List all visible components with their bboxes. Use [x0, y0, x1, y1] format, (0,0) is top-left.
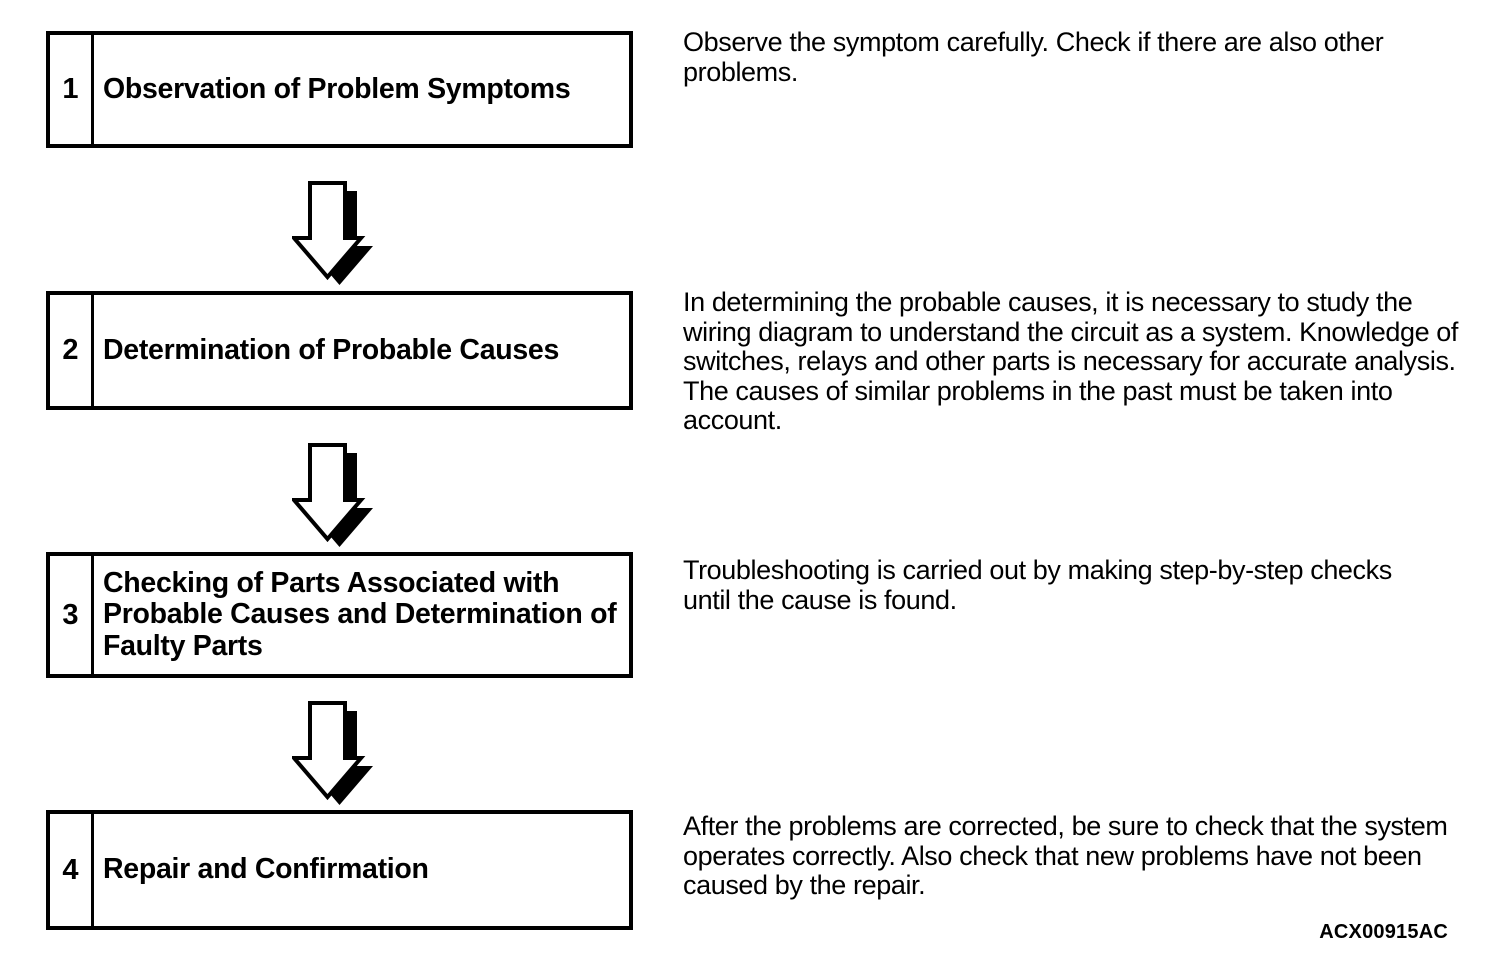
- figure-code: ACX00915AC: [1319, 921, 1448, 943]
- step-title: Observation of Problem Symptoms: [103, 72, 571, 105]
- step-description: In determining the probable causes, it i…: [683, 287, 1459, 435]
- step-description: Troubleshooting is carried out by making…: [683, 555, 1392, 615]
- step-description: After the problems are corrected, be sur…: [683, 811, 1448, 900]
- step-number: 2: [50, 295, 94, 406]
- step-title: Checking of Parts Associated with Probab…: [103, 567, 617, 662]
- step-box-2: 2 Determination of Probable Causes: [46, 291, 633, 410]
- step-number: 3: [50, 556, 94, 674]
- step-title: Repair and Confirmation: [103, 853, 429, 886]
- arrow-down-icon: [292, 443, 373, 547]
- arrow-down-icon: [292, 181, 373, 285]
- step-box-1: 1 Observation of Problem Symptoms: [46, 31, 633, 148]
- step-box-3: 3 Checking of Parts Associated with Prob…: [46, 552, 633, 678]
- step-title: Determination of Probable Causes: [103, 333, 560, 366]
- arrow-down-icon: [292, 701, 373, 805]
- step-description: Observe the symptom carefully. Check if …: [683, 27, 1384, 87]
- step-box-4: 4 Repair and Confirmation: [46, 810, 633, 930]
- step-number: 4: [50, 814, 94, 926]
- step-number: 1: [50, 35, 94, 144]
